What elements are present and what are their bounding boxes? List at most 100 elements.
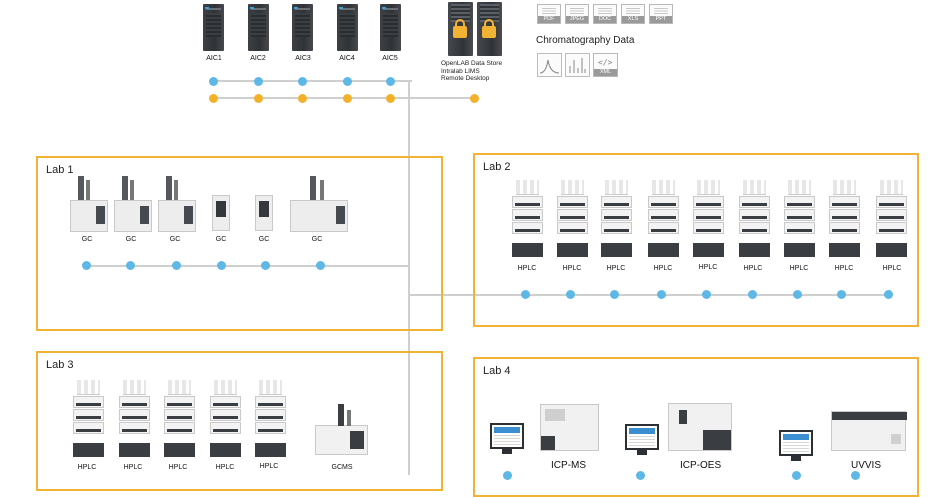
hplc-module (557, 222, 588, 234)
pdf-file-icon[interactable]: PDF (537, 4, 561, 24)
datastore-node-orange[interactable] (470, 94, 479, 103)
lab2-node[interactable] (702, 290, 711, 299)
lab4-node[interactable] (792, 471, 801, 480)
gc-compact-instrument[interactable] (255, 195, 273, 231)
hplc-module (693, 209, 724, 221)
hplc-instrument[interactable] (601, 180, 632, 257)
lab1-node[interactable] (217, 261, 226, 270)
workstation-monitor[interactable] (490, 423, 524, 449)
lab4-node[interactable] (503, 471, 512, 480)
lab1-node[interactable] (261, 261, 270, 270)
hplc-module (512, 222, 543, 234)
server-aic4[interactable] (337, 4, 358, 51)
gc-compact-instrument[interactable] (212, 195, 230, 231)
instrument-label: ICP-OES (680, 460, 722, 471)
lab1-node[interactable] (172, 261, 181, 270)
hplc-module (739, 222, 770, 234)
server-aic1[interactable] (203, 4, 224, 51)
instrument-label: HPLC (168, 464, 188, 471)
instrument-label: HPLC (562, 265, 582, 272)
server-aic5[interactable] (380, 4, 401, 51)
ppt-file-icon[interactable]: PPT (649, 4, 673, 24)
monitor-stand (791, 456, 801, 461)
workstation-monitor[interactable] (625, 424, 659, 450)
server-node-orange[interactable] (254, 94, 263, 103)
solvent-bottles-icon (605, 180, 628, 195)
server-node-orange[interactable] (343, 94, 352, 103)
lab1-node[interactable] (82, 261, 91, 270)
hplc-module (119, 396, 150, 408)
solvent-bottles-icon (561, 180, 584, 195)
lab2-node[interactable] (837, 290, 846, 299)
lab2-node[interactable] (884, 290, 893, 299)
hplc-instrument[interactable] (255, 380, 286, 457)
code-brackets-icon: </> (598, 58, 613, 67)
jpeg-file-icon[interactable]: JPEG (565, 4, 589, 24)
hplc-module (73, 396, 104, 408)
hplc-instrument[interactable] (876, 180, 907, 257)
workstation-monitor[interactable] (779, 430, 813, 456)
server-node-blue[interactable] (209, 77, 218, 86)
xls-file-icon[interactable]: XLS (621, 4, 645, 24)
hplc-instrument[interactable] (557, 180, 588, 257)
server-aic3[interactable] (292, 4, 313, 51)
gc-instrument[interactable] (114, 176, 152, 232)
hplc-module (164, 422, 195, 434)
uvvis-instrument[interactable] (831, 411, 907, 451)
server-label: AIC5 (382, 55, 398, 62)
server-node-blue[interactable] (298, 77, 307, 86)
hplc-instrument[interactable] (829, 180, 860, 257)
lab2-node[interactable] (566, 290, 575, 299)
server-node-blue[interactable] (254, 77, 263, 86)
icp-oes-instrument[interactable] (668, 403, 732, 451)
server-label: AIC4 (339, 55, 355, 62)
hplc-module (784, 196, 815, 208)
server-node-orange[interactable] (209, 94, 218, 103)
server-node-orange[interactable] (298, 94, 307, 103)
gc-instrument[interactable] (158, 176, 196, 232)
solvent-bottles-icon (833, 180, 856, 195)
gc-dual-instrument[interactable] (290, 176, 348, 232)
lab2-node[interactable] (657, 290, 666, 299)
doc-file-icon[interactable]: DOC (593, 4, 617, 24)
hplc-module (648, 222, 679, 234)
gcms-instrument[interactable] (315, 404, 368, 455)
lab2-node[interactable] (793, 290, 802, 299)
hplc-module (210, 422, 241, 434)
hplc-module (648, 196, 679, 208)
hplc-instrument[interactable] (693, 180, 724, 257)
lab4-node[interactable] (636, 471, 645, 480)
spectrum-icon[interactable] (565, 53, 590, 77)
lab1-node[interactable] (126, 261, 135, 270)
hplc-instrument[interactable] (512, 180, 543, 257)
server-node-blue[interactable] (386, 77, 395, 86)
lab-title: Lab 4 (483, 365, 511, 377)
hplc-instrument[interactable] (210, 380, 241, 457)
hplc-base (876, 243, 907, 257)
instrument-label: HPLC (789, 265, 809, 272)
lab2-node[interactable] (748, 290, 757, 299)
server-node-blue[interactable] (343, 77, 352, 86)
hplc-instrument[interactable] (119, 380, 150, 457)
xml-file-icon[interactable]: </> XML (593, 53, 618, 77)
lab2-node[interactable] (610, 290, 619, 299)
server-aic2[interactable] (248, 4, 269, 51)
lab1-node[interactable] (316, 261, 325, 270)
hplc-instrument[interactable] (648, 180, 679, 257)
icp-ms-instrument[interactable] (540, 404, 599, 451)
chromatogram-icon[interactable] (537, 53, 562, 77)
monitor-stand (637, 450, 647, 455)
hplc-base (557, 243, 588, 257)
lab2-node[interactable] (521, 290, 530, 299)
gc-instrument[interactable] (70, 176, 108, 232)
lab2-bus-wire (410, 294, 890, 296)
hplc-instrument[interactable] (784, 180, 815, 257)
hplc-module (601, 196, 632, 208)
lab4-node[interactable] (851, 471, 860, 480)
hplc-module (739, 196, 770, 208)
server-node-orange[interactable] (386, 94, 395, 103)
hplc-instrument[interactable] (73, 380, 104, 457)
hplc-instrument[interactable] (739, 180, 770, 257)
solvent-bottles-icon (652, 180, 675, 195)
hplc-instrument[interactable] (164, 380, 195, 457)
